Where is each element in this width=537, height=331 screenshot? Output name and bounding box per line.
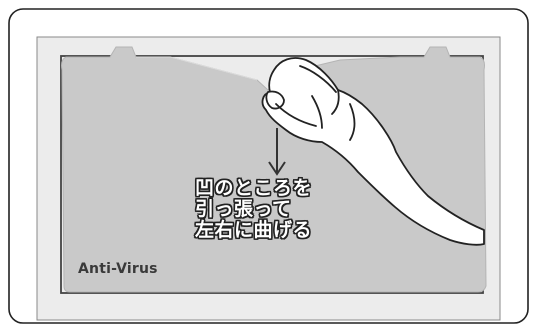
film-edge-line	[136, 56, 258, 81]
hand-icon	[261, 57, 485, 246]
down-arrow-icon	[268, 128, 286, 176]
brand-label: Anti-Virus	[78, 261, 158, 277]
instruction-caption: 凹のところを 引っ張って 左右に曲げる	[195, 178, 312, 241]
instruction-line-2: 引っ張って	[195, 198, 292, 220]
instruction-line-3: 左右に曲げる	[195, 219, 313, 241]
instruction-line-1: 凹のところを	[195, 177, 313, 199]
